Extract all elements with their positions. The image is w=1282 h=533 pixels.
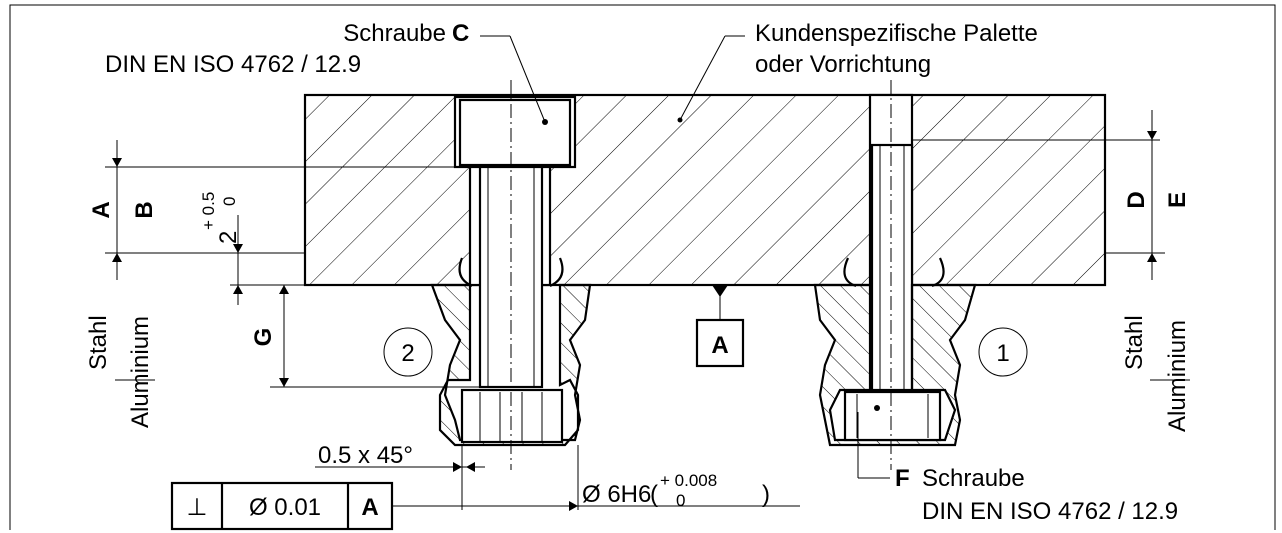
chamfer-dimension: 0.5 x 45° bbox=[318, 442, 413, 469]
offset-tolerance-lower: 0 bbox=[220, 197, 239, 206]
screw-f-norm: DIN EN ISO 4762 / 12.9 bbox=[922, 498, 1178, 525]
screw-c-norm: DIN EN ISO 4762 / 12.9 bbox=[105, 51, 361, 78]
geometric-tolerance-frame: ⊥ Ø 0.01 A bbox=[170, 481, 394, 531]
datum-box bbox=[695, 318, 745, 368]
screw-f-shaft bbox=[870, 143, 914, 392]
variant-circle-left bbox=[383, 327, 433, 377]
variant-number-left: 2 bbox=[401, 340, 414, 367]
clamp-element-right bbox=[813, 257, 977, 447]
bore-tolerance-upper: + 0.008 bbox=[660, 471, 717, 490]
offset-tolerance-upper: + 0.5 bbox=[199, 192, 218, 230]
screw-c-label: Schraube bbox=[343, 20, 446, 47]
dimension-a: A bbox=[88, 201, 115, 218]
dimension-g: G bbox=[250, 328, 277, 347]
pallet-label-line2: oder Vorrichtung bbox=[755, 51, 931, 78]
screw-f-label: Schraube bbox=[922, 465, 1025, 492]
tolerance-datum: A bbox=[361, 494, 378, 521]
perpendicularity-symbol: ⊥ bbox=[187, 494, 208, 521]
clamp-element-left bbox=[430, 257, 592, 447]
pallet-label-line1: Kundenspezifische Palette bbox=[755, 20, 1038, 47]
datum-letter: A bbox=[711, 332, 728, 359]
offset-dimension: 2 bbox=[215, 231, 242, 244]
bore-dimension: Ø 6H6 bbox=[582, 481, 651, 508]
bore-tolerance-lower: 0 bbox=[676, 491, 685, 510]
dimension-d: D bbox=[1123, 191, 1150, 208]
tolerance-value: Ø 0.01 bbox=[249, 494, 321, 521]
screw-f-letter: F bbox=[895, 465, 910, 492]
screw-c-letter: C bbox=[452, 20, 469, 47]
variant-number-right: 1 bbox=[996, 340, 1009, 367]
dimension-lines bbox=[105, 35, 1190, 511]
material-right-bottom: Aluminium bbox=[1164, 320, 1191, 432]
material-left-top: Stahl bbox=[85, 315, 112, 370]
material-left-bottom: Aluminium bbox=[127, 316, 154, 428]
bore-paren-open: ( bbox=[650, 481, 658, 508]
pallet-block bbox=[303, 93, 1107, 287]
drawing-frame bbox=[9, 4, 1276, 530]
variant-circle-right bbox=[978, 327, 1028, 377]
dimension-b: B bbox=[131, 201, 158, 218]
dimension-e: E bbox=[1164, 192, 1191, 208]
material-right-top: Stahl bbox=[1121, 315, 1148, 370]
bore-paren-close: ) bbox=[762, 481, 770, 508]
